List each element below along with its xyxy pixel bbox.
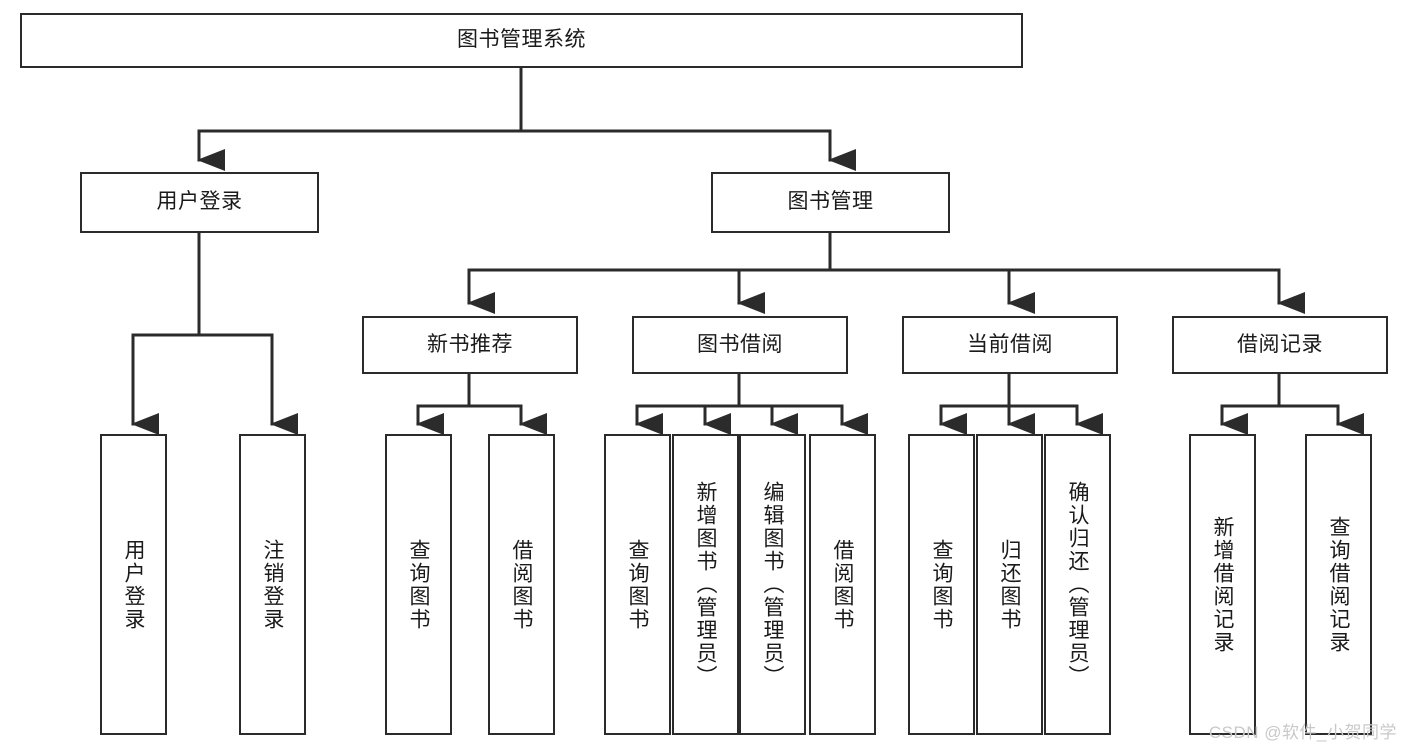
node-label: 用户登录	[122, 538, 145, 631]
node-label: 图书管理系统	[457, 28, 586, 52]
node-label: 查询图书	[930, 538, 953, 631]
node-label: 用户登录	[156, 190, 243, 214]
leaf-current-borrow-return[interactable]: 归还图书	[976, 434, 1043, 735]
node-new-book-recommend[interactable]: 新书推荐	[362, 316, 578, 374]
node-label: 新书推荐	[427, 332, 513, 356]
node-label: 新增图书（管理员）	[694, 481, 717, 688]
leaf-book-borrow-query[interactable]: 查询图书	[604, 434, 671, 735]
node-root-system[interactable]: 图书管理系统	[20, 13, 1023, 68]
node-label: 查询图书	[626, 538, 649, 631]
leaf-book-borrow-add[interactable]: 新增图书（管理员）	[672, 434, 739, 735]
leaf-user-login-signout[interactable]: 注销登录	[239, 434, 306, 735]
node-label: 确认归还（管理员）	[1066, 481, 1089, 688]
leaf-book-borrow-borrow[interactable]: 借阅图书	[809, 434, 876, 735]
leaf-user-login-signin[interactable]: 用户登录	[100, 434, 167, 735]
leaf-current-borrow-confirm-return[interactable]: 确认归还（管理员）	[1044, 434, 1111, 735]
node-label: 编辑图书（管理员）	[761, 481, 784, 688]
node-label: 借阅图书	[831, 538, 854, 631]
node-user-login[interactable]: 用户登录	[80, 172, 319, 233]
node-label: 借阅图书	[510, 538, 533, 631]
node-borrow-record[interactable]: 借阅记录	[1172, 316, 1388, 374]
node-label: 图书管理	[787, 190, 874, 214]
node-label: 归还图书	[998, 538, 1021, 631]
leaf-borrow-record-query[interactable]: 查询借阅记录	[1305, 434, 1372, 735]
leaf-new-book-query[interactable]: 查询图书	[385, 434, 452, 735]
leaf-borrow-record-add[interactable]: 新增借阅记录	[1189, 434, 1256, 735]
node-book-borrow[interactable]: 图书借阅	[632, 316, 848, 374]
csdn-watermark: CSDN @软件_小贺同学	[1208, 723, 1397, 742]
node-label: 新增借阅记录	[1211, 515, 1234, 654]
node-label: 查询图书	[407, 538, 430, 631]
leaf-new-book-borrow[interactable]: 借阅图书	[488, 434, 555, 735]
node-label: 注销登录	[261, 538, 284, 631]
node-label: 图书借阅	[697, 332, 783, 356]
node-book-management[interactable]: 图书管理	[711, 172, 950, 233]
node-label: 借阅记录	[1237, 332, 1323, 356]
node-label: 当前借阅	[967, 332, 1053, 356]
node-label: 查询借阅记录	[1327, 515, 1350, 654]
leaf-book-borrow-edit[interactable]: 编辑图书（管理员）	[739, 434, 806, 735]
leaf-current-borrow-query[interactable]: 查询图书	[908, 434, 975, 735]
node-current-borrow[interactable]: 当前借阅	[902, 316, 1118, 374]
